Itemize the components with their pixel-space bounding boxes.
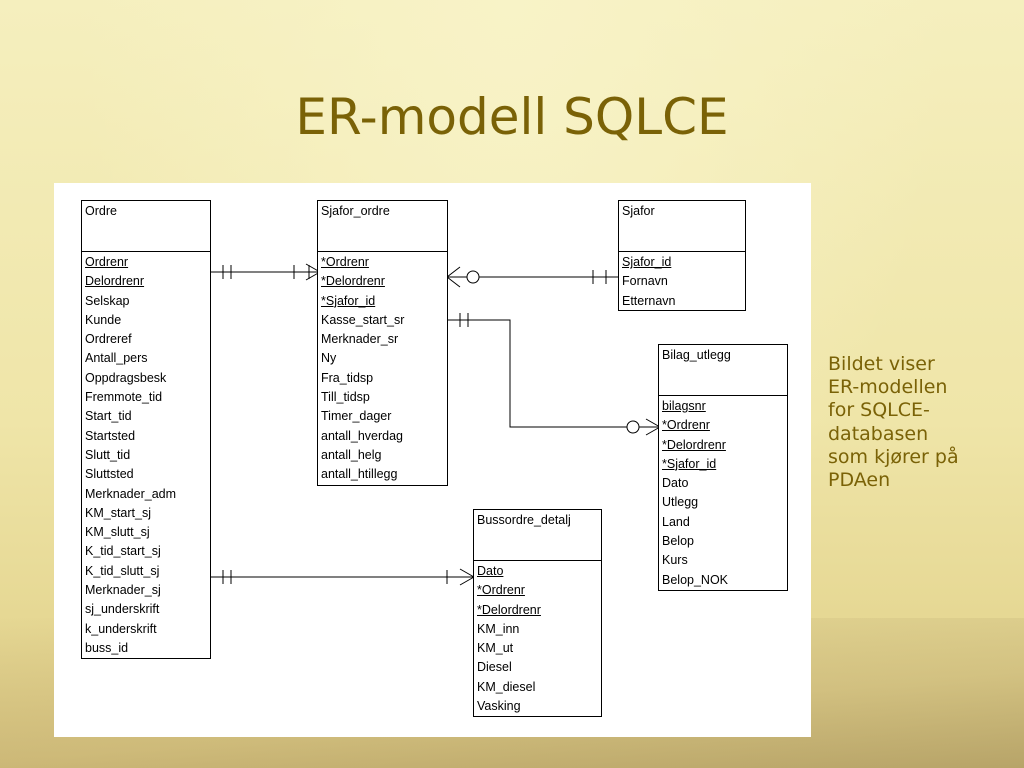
attribute: Oppdragsbesk	[85, 370, 167, 385]
attribute: Fornavn	[622, 274, 668, 289]
rel-sjafor-ordre-bilag	[447, 313, 661, 436]
attribute: K_tid_start_sj	[85, 544, 161, 559]
attribute: sj_underskrift	[85, 602, 160, 617]
attribute: Kurs	[662, 553, 688, 568]
rel-ordre-sjafor-ordre	[210, 263, 321, 281]
attribute: Kunde	[85, 312, 122, 327]
entity-bussordre-detalj[interactable]: Bussordre_detalj Dato *Ordrenr *Delordrenr…	[473, 509, 602, 717]
attribute: Dato	[662, 476, 689, 491]
attribute: Timer_dager	[321, 409, 392, 424]
attribute: Vasking	[477, 699, 521, 714]
key-attribute: Dato	[477, 564, 504, 578]
attribute: Diesel	[477, 660, 512, 675]
attribute: antall_hverdag	[321, 428, 404, 443]
attribute: KM_inn	[477, 621, 520, 636]
attribute: K_tid_slutt_sj	[85, 563, 160, 578]
key-attribute: *Sjafor_id	[662, 456, 717, 471]
attribute: Startsted	[85, 428, 136, 443]
entity-ordre-name: Ordre	[82, 201, 210, 252]
attribute: Fremmote_tid	[85, 390, 163, 405]
key-attribute: *Sjafor_id	[321, 293, 376, 308]
attribute: Kasse_start_sr	[321, 312, 405, 327]
rel-ordre-bussordre	[210, 568, 475, 586]
key-attribute: bilagsnr	[662, 399, 706, 413]
attribute: Start_tid	[85, 409, 132, 424]
caption-line: Bildet viser	[828, 353, 935, 375]
attribute: KM_ut	[477, 641, 514, 656]
attribute: Land	[662, 514, 690, 529]
entity-bussordre-detalj-name: Bussordre_detalj	[474, 510, 601, 561]
attribute: Utlegg	[662, 495, 699, 510]
caption-line: databasen	[828, 422, 929, 445]
slide-caption: Bildet viser ER-modellen for SQLCE- data…	[828, 353, 1008, 492]
attribute: Merknader_sr	[321, 332, 399, 347]
caption-line: som kjører på	[828, 445, 959, 468]
key-attribute: *Ordrenr	[662, 418, 710, 433]
caption-line: for SQLCE-	[828, 399, 930, 422]
key-attribute: *Delordrenr	[662, 437, 726, 452]
attribute: Ordreref	[85, 332, 132, 347]
attribute: Merknader_adm	[85, 486, 177, 501]
key-attribute: Delordrenr	[85, 274, 145, 289]
attribute: Fra_tidsp	[321, 370, 374, 385]
attribute: Antall_pers	[85, 351, 148, 366]
attribute: antall_htillegg	[321, 467, 398, 482]
attribute: KM_start_sj	[85, 505, 151, 520]
entity-bilag-utlegg[interactable]: Bilag_utlegg bilagsnr *Ordrenr *Delordrenr…	[658, 344, 788, 591]
attribute: Sluttsted	[85, 467, 134, 482]
caption-line: ER-modellen	[828, 376, 948, 399]
attribute: Merknader_sj	[85, 583, 161, 598]
key-attribute: *Delordrenr	[321, 274, 385, 289]
relationship-lines	[210, 263, 661, 586]
key-attribute: Sjafor_id	[622, 255, 672, 269]
key-attribute: Ordrenr	[85, 255, 129, 269]
attribute: antall_helg	[321, 447, 382, 462]
entity-sjafor-name: Sjafor	[619, 201, 745, 252]
rel-circle-sjafor	[466, 270, 480, 284]
rel-sjafor-ordre-sjafor	[446, 266, 620, 288]
caption-line: PDAen	[828, 469, 891, 492]
attribute: KM_slutt_sj	[85, 525, 150, 540]
attribute: Etternavn	[622, 293, 676, 308]
key-attribute: *Ordrenr	[477, 583, 525, 598]
entity-sjafor-ordre-name: Sjafor_ordre	[318, 201, 447, 252]
attribute: Belop_NOK	[662, 572, 729, 587]
entity-bilag-utlegg-name: Bilag_utlegg	[659, 345, 787, 396]
attribute: Belop	[662, 534, 694, 549]
attribute: Till_tidsp	[321, 390, 370, 405]
entity-sjafor-ordre[interactable]: Sjafor_ordre *Ordrenr *Delordrenr *Sjafor_…	[317, 200, 448, 486]
slide-title: ER-modell SQLCE	[295, 88, 729, 146]
key-attribute: *Ordrenr	[321, 255, 369, 269]
rel-circle-bilag	[626, 420, 640, 434]
attribute: KM_diesel	[477, 679, 536, 694]
attribute: Ny	[321, 351, 337, 366]
attribute: Selskap	[85, 293, 130, 308]
attribute: buss_id	[85, 640, 129, 655]
attribute: Slutt_tid	[85, 447, 131, 462]
key-attribute: *Delordrenr	[477, 602, 541, 617]
attribute: k_underskrift	[85, 621, 157, 636]
